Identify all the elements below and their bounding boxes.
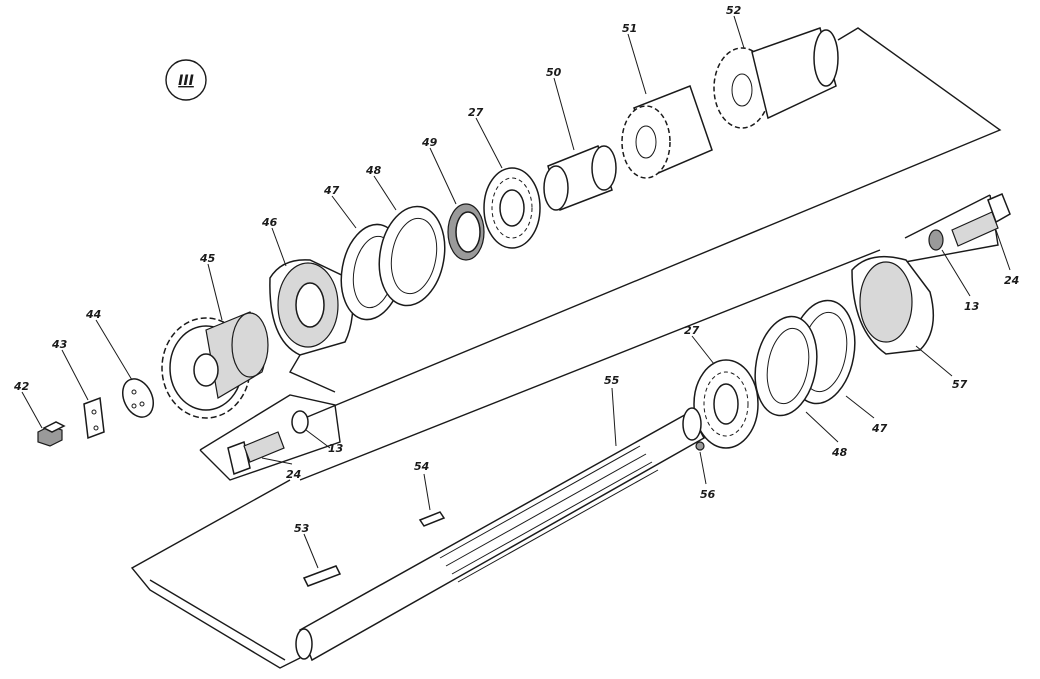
label-48-top: 48	[365, 164, 382, 177]
label-27-bottom: 27	[684, 324, 700, 337]
label-42: 42	[13, 380, 30, 393]
part-48-gasket	[378, 205, 446, 307]
label-53: 53	[294, 522, 310, 535]
section-numeral: III	[178, 73, 194, 89]
part-54-key	[418, 511, 446, 527]
part-46-flange	[269, 259, 354, 356]
part-53-key	[302, 565, 342, 587]
label-43: 43	[51, 338, 68, 351]
part-52-cluster-gear	[713, 27, 839, 129]
label-45: 45	[199, 252, 216, 265]
label-55: 55	[604, 374, 620, 387]
label-44: 44	[85, 308, 101, 321]
label-52: 52	[726, 4, 742, 17]
label-13-top: 13	[964, 300, 980, 313]
label-47-bottom: 47	[871, 422, 888, 435]
part-57-cover	[851, 255, 935, 355]
label-13-bottom: 13	[328, 442, 344, 455]
assembly-boundary	[130, 27, 1002, 669]
label-50: 50	[546, 66, 562, 79]
part-27-bearing-top	[483, 167, 541, 249]
part-13-washer-top	[928, 229, 944, 251]
label-49: 49	[421, 136, 438, 149]
part-45-sprocket	[161, 311, 269, 419]
part-48-gasket-bottom	[754, 315, 818, 417]
label-46: 46	[261, 216, 278, 229]
part-50-bushing	[543, 145, 617, 211]
section-marker: III	[165, 59, 207, 101]
part-42-bolt	[37, 421, 66, 447]
label-56: 56	[700, 488, 716, 501]
part-27-bearing-bottom	[693, 359, 759, 449]
leader-lines	[21, 15, 1011, 569]
part-labels: 42 43 44 45 46 47 48 49 27 50 51 52 13 2…	[13, 4, 1019, 535]
part-56-pin	[695, 441, 705, 451]
label-48-bottom: 48	[831, 446, 848, 459]
label-54: 54	[414, 460, 429, 473]
part-43-lock-plate	[83, 396, 105, 440]
part-13-washer-bottom	[291, 410, 309, 434]
label-47-top: 47	[323, 184, 340, 197]
label-24-bottom: 24	[286, 468, 301, 481]
label-24-top: 24	[1004, 274, 1019, 287]
part-24-bolt-bottom	[227, 431, 285, 476]
label-51: 51	[622, 22, 637, 35]
part-24-bolt-top	[951, 193, 1011, 247]
part-49-ring	[447, 203, 485, 261]
part-51-gear	[621, 85, 713, 179]
label-57: 57	[952, 378, 968, 391]
part-55-shaft	[295, 407, 706, 662]
label-27-top: 27	[468, 106, 484, 119]
part-44-washer	[122, 378, 154, 418]
